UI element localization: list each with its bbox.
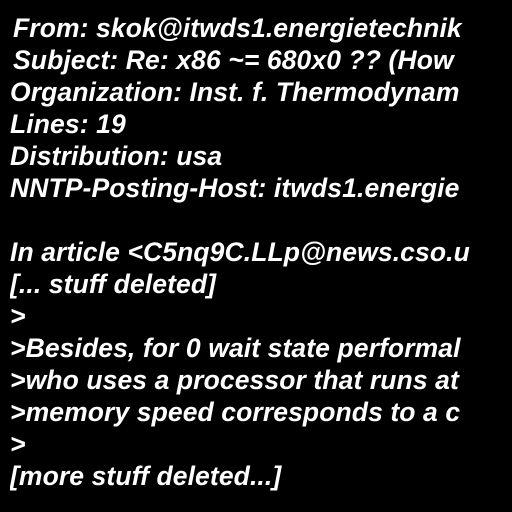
body-line-quote-marker: > <box>10 429 26 459</box>
body-line-quote: >memory speed corresponds to a c <box>10 397 461 427</box>
body-line-deleted: [... stuff deleted] <box>10 269 217 299</box>
body-line-quote: >Besides, for 0 wait state performal <box>10 333 461 363</box>
header-lines: Lines: 19 <box>10 109 126 139</box>
header-organization: Organization: Inst. f. Thermodynam <box>10 77 460 107</box>
body-line-attribution: In article <C5nq9C.LLp@news.cso.u <box>10 237 470 267</box>
body-line-more-deleted: [more stuff deleted...] <box>10 461 282 491</box>
header-distribution: Distribution: usa <box>10 141 223 171</box>
body-line-quote: >who uses a processor that runs at <box>10 365 459 395</box>
body-line-quote-marker: > <box>10 301 26 331</box>
header-from: From: skok@itwds1.energietechnik <box>13 13 462 43</box>
header-subject: Subject: Re: x86 ~= 680x0 ?? (How <box>13 45 454 75</box>
header-posting-host: NNTP-Posting-Host: itwds1.energie <box>10 173 460 203</box>
blank-line <box>10 204 512 236</box>
message-text: From: skok@itwds1.energietechnik Subject… <box>10 12 512 492</box>
